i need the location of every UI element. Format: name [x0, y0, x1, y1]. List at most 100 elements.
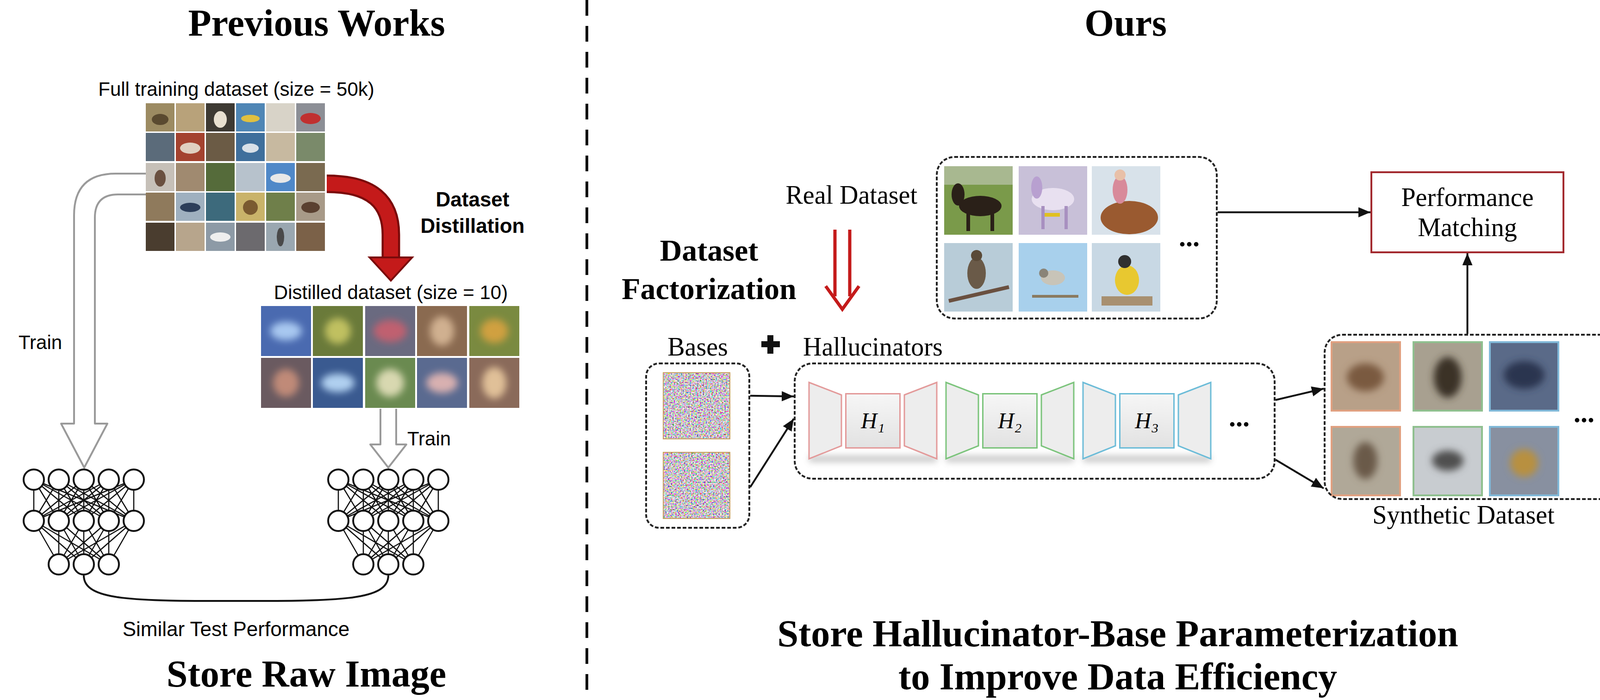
hallucinator-box: H₃: [1119, 392, 1175, 449]
image-grid: [236, 192, 265, 221]
noise-base-image: [663, 452, 730, 519]
image-grid: [266, 192, 295, 221]
image-grid: [205, 222, 235, 251]
plus-symbol: [761, 335, 780, 354]
connector: [750, 418, 794, 487]
real-image: [1114, 169, 1126, 181]
real-image: [1018, 242, 1088, 312]
real-image: [1031, 176, 1043, 199]
ellipsis: ...: [1573, 398, 1595, 427]
dataset-heading: Distilled dataset (size = 10): [261, 281, 521, 304]
real-image: [1114, 265, 1140, 295]
image-grid: [205, 162, 235, 192]
distilled-image-grid: [429, 316, 455, 346]
distilled-image-grid: [417, 357, 467, 408]
image-grid: [205, 192, 235, 221]
dataset-heading: Real Dataset: [785, 180, 918, 210]
image-grid: [180, 142, 201, 154]
dataset-grid: Full training dataset (size = 50k): [145, 103, 327, 253]
real-image: [958, 195, 1002, 217]
image-grid: [145, 162, 175, 192]
real-image: [944, 242, 1013, 312]
real-image: [1118, 255, 1132, 268]
hallucinator-network: [1178, 382, 1211, 459]
distillation-arrowhead: [369, 257, 413, 281]
image-grid: [145, 103, 325, 251]
synthetic-image: [1489, 342, 1559, 411]
image-grid: [175, 192, 205, 221]
image-grid: [180, 202, 201, 212]
factorization-arrow: [848, 229, 852, 297]
hallucinator-box: H₁: [845, 392, 901, 449]
connector-line: [750, 418, 794, 487]
hallucinator-network: [809, 382, 1211, 462]
neural-network: [328, 469, 449, 575]
hallucinator-network: [904, 382, 937, 459]
image-grid: [236, 103, 265, 132]
distilled-image-grid: [261, 305, 312, 356]
noise-base-image: [663, 372, 730, 439]
image-grid: [266, 222, 295, 251]
image-grid: [175, 162, 205, 192]
real-image: [967, 257, 986, 289]
synthetic-image: [1413, 342, 1482, 411]
real-image: [1032, 294, 1079, 298]
real-image: [944, 166, 1161, 312]
distilled-image-grid: [312, 305, 363, 356]
train-arrow: [61, 173, 146, 468]
box-text: Performance Matching: [1381, 182, 1554, 243]
synthetic-image: [1346, 363, 1384, 392]
synthetic-image: [1433, 356, 1462, 398]
real-image: [1018, 166, 1088, 235]
synthetic-image: [1331, 342, 1401, 411]
dataset-grid: Distilled dataset (size = 10): [261, 281, 521, 409]
real-image: [1091, 242, 1161, 312]
dataset-box: Synthetic Dataset...: [1323, 333, 1600, 500]
image-grid: [242, 143, 259, 153]
distilled-image-grid: [376, 368, 405, 397]
distilled-image-grid: [261, 305, 520, 408]
synthetic-image: [1331, 342, 1401, 411]
hallucinator-name: H₂: [997, 408, 1022, 434]
hallucinator-network: [1041, 382, 1074, 459]
real-image: [951, 183, 965, 206]
image-grid: [175, 132, 205, 162]
synthetic-image: [1413, 426, 1482, 496]
section-footer: Store Raw Image: [166, 654, 447, 693]
synthetic-image: [1331, 426, 1401, 496]
synthetic-image: [1346, 356, 1545, 480]
synthetic-image: [1331, 426, 1401, 496]
section-footer: Store Hallucinator-Base Parameterization…: [765, 611, 1470, 698]
noise-base-image: [663, 372, 730, 439]
connector: [750, 395, 794, 397]
group-heading: Bases: [667, 331, 729, 362]
synthetic-image: [1489, 426, 1559, 496]
real-image: [990, 210, 995, 231]
distilled-image-grid: [469, 305, 520, 356]
distilled-image-grid: [365, 357, 416, 408]
arrow-label: Train: [407, 427, 451, 450]
hallucinator-network: [1083, 455, 1211, 462]
image-grid: [266, 162, 295, 192]
hallucinator-name: H₃: [1134, 408, 1159, 434]
train-arrow: [370, 408, 407, 468]
real-image: [1091, 166, 1161, 235]
noise-base-image: [663, 372, 730, 519]
real-image: [944, 166, 1013, 185]
hallucinator-network: [1083, 382, 1116, 459]
image-grid: [241, 114, 260, 123]
factorization-arrow: [825, 229, 860, 310]
synthetic-image: [1503, 361, 1545, 389]
factorization-arrow: [825, 286, 860, 310]
dataset-heading: Full training dataset (size = 50k): [98, 78, 374, 101]
arrow-label: Train: [18, 331, 63, 354]
real-image: [1064, 205, 1068, 230]
synthetic-image: [1510, 448, 1538, 477]
distilled-image-grid: [321, 373, 355, 393]
image-grid: [145, 103, 175, 132]
connector: [1217, 211, 1371, 213]
hallucinators-box: Hallucinators...H₁H₂H₃: [793, 362, 1276, 480]
